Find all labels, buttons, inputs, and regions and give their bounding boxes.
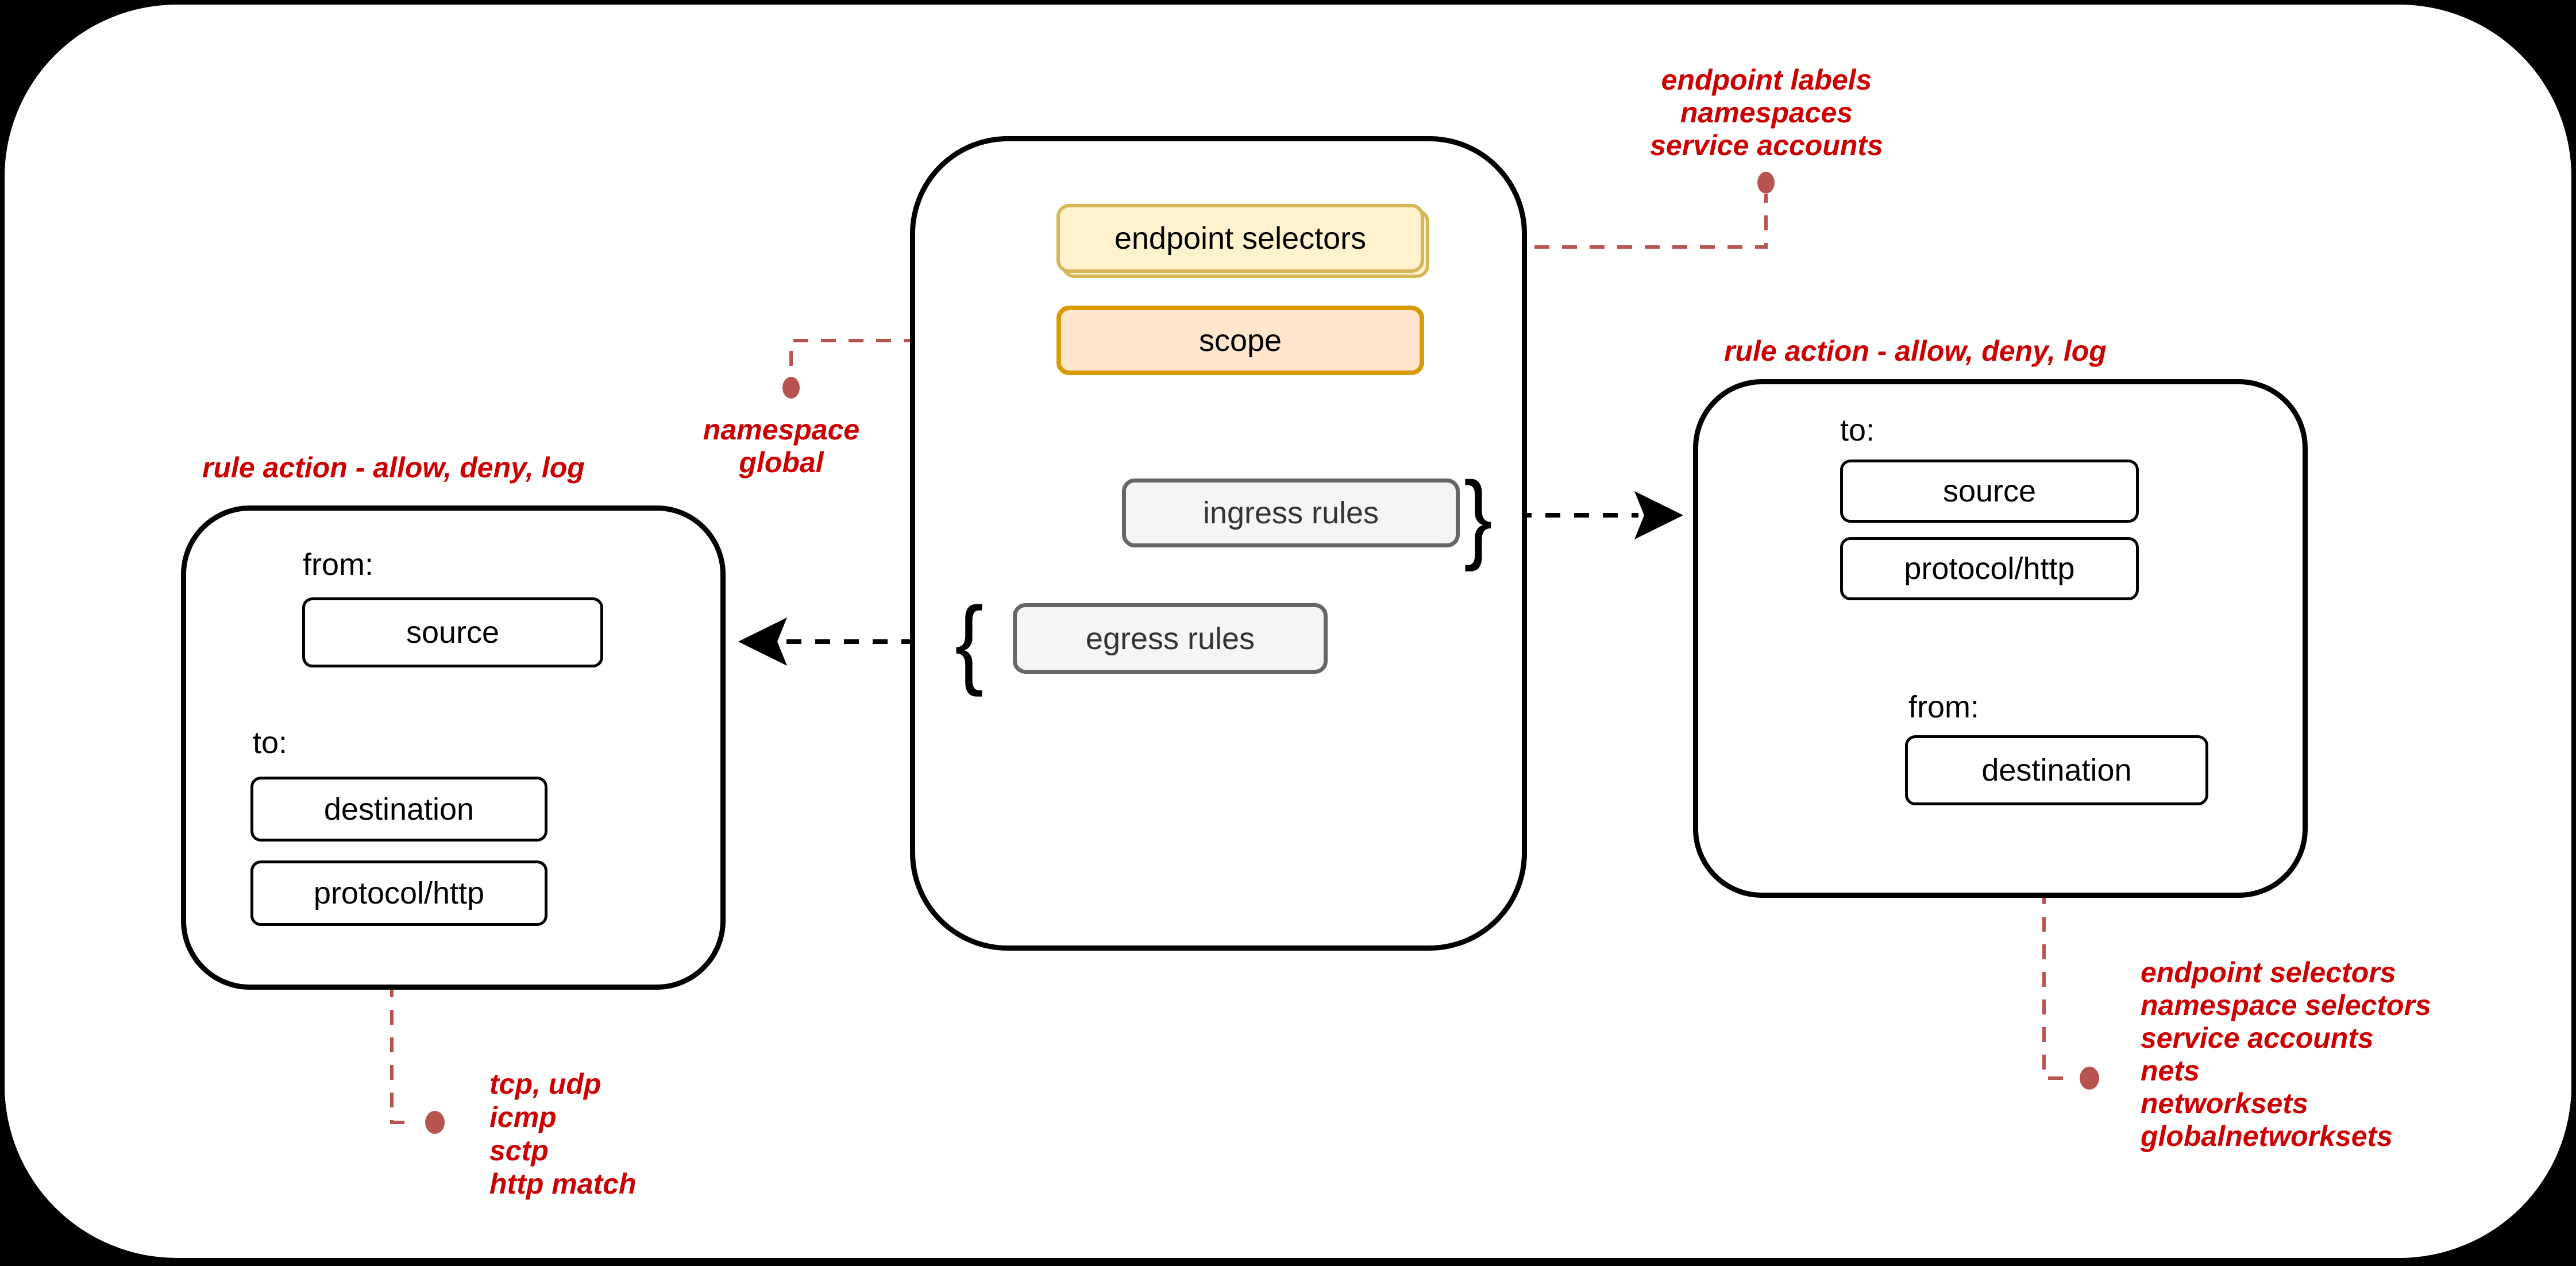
note-line: nets bbox=[2141, 1055, 2200, 1087]
ingress-detail-box bbox=[1693, 379, 2308, 898]
egress-source-node: source bbox=[302, 597, 603, 667]
note-line: endpoint selectors bbox=[2141, 956, 2396, 989]
egress-brace: { bbox=[955, 586, 984, 697]
ingress-source-node: source bbox=[1840, 460, 2139, 523]
protocol-values-note: tcp, udp icmp sctp http match bbox=[489, 1067, 637, 1201]
ingress-protocol-label: protocol/http bbox=[1904, 551, 2075, 586]
egress-rules-label: egress rules bbox=[1085, 621, 1255, 656]
egress-from-label: from: bbox=[303, 547, 374, 582]
endpoint-labels-note: endpoint labels namespaces service accou… bbox=[1594, 64, 1939, 162]
scope-values-note: namespace global bbox=[666, 414, 896, 479]
note-line: sctp bbox=[489, 1134, 549, 1167]
egress-rule-action-note: rule action - allow, deny, log bbox=[202, 451, 585, 484]
ingress-rules-node: ingress rules bbox=[1122, 478, 1460, 547]
endpoint-selectors-label: endpoint selectors bbox=[1114, 221, 1367, 256]
destination-values-note: endpoint selectors namespace selectors s… bbox=[2141, 956, 2431, 1153]
note-line: global bbox=[739, 446, 824, 478]
egress-source-label: source bbox=[406, 615, 500, 650]
egress-rules-node: egress rules bbox=[1013, 603, 1328, 674]
ingress-destination-label: destination bbox=[1981, 753, 2132, 788]
ingress-rule-action-note: rule action - allow, deny, log bbox=[1724, 335, 2107, 367]
note-line: service accounts bbox=[2141, 1022, 2374, 1054]
note-line: namespace bbox=[703, 414, 860, 446]
egress-destination-label: destination bbox=[323, 792, 475, 827]
ingress-brace: } bbox=[1464, 461, 1493, 572]
ingress-destination-node: destination bbox=[1905, 735, 2208, 805]
scope-label: scope bbox=[1198, 323, 1282, 358]
ingress-source-label: source bbox=[1942, 474, 2037, 508]
note-line: globalnetworksets bbox=[2141, 1120, 2393, 1152]
note-line: networksets bbox=[2141, 1087, 2308, 1120]
note-line: service accounts bbox=[1650, 129, 1883, 161]
note-line: http match bbox=[489, 1168, 637, 1200]
egress-protocol-label: protocol/http bbox=[313, 876, 485, 910]
note-line: namespace selectors bbox=[2141, 989, 2431, 1021]
note-line: endpoint labels bbox=[1661, 64, 1872, 96]
endpoint-selectors-node: endpoint selectors bbox=[1056, 204, 1424, 273]
ingress-to-label: to: bbox=[1840, 413, 1875, 447]
scope-node: scope bbox=[1056, 306, 1424, 375]
egress-destination-node: destination bbox=[250, 777, 547, 842]
egress-to-label: to: bbox=[253, 725, 288, 760]
note-line: icmp bbox=[489, 1101, 557, 1133]
note-line: tcp, udp bbox=[489, 1068, 601, 1100]
ingress-from-label: from: bbox=[1908, 690, 1980, 724]
ingress-protocol-node: protocol/http bbox=[1840, 537, 2139, 600]
ingress-rules-label: ingress rules bbox=[1202, 496, 1379, 530]
note-line: namespaces bbox=[1680, 97, 1853, 129]
egress-protocol-node: protocol/http bbox=[250, 860, 547, 926]
